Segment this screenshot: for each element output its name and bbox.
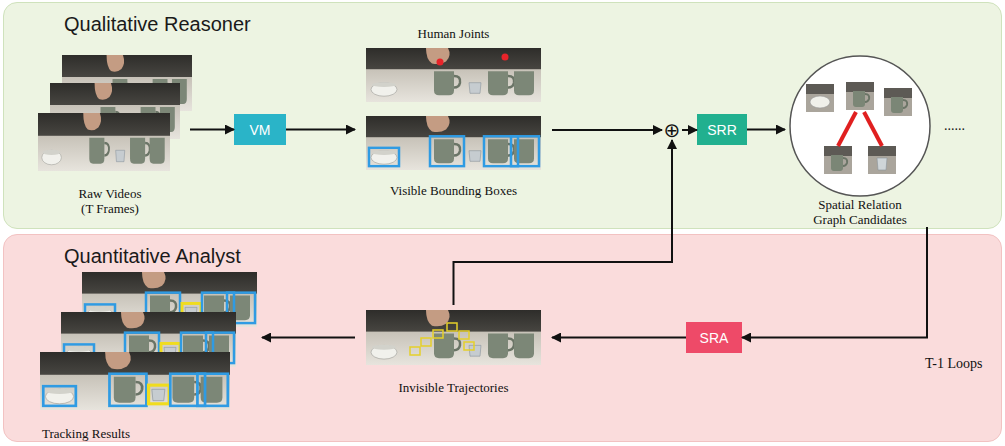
image-caption: Invisible Trajectories [398,380,508,395]
flow-arrow [552,129,662,131]
object-thumb [884,88,912,116]
tracking-overlay [43,374,228,406]
joint-dot [437,59,444,66]
trajectory-box [459,331,469,339]
flow-arrow [747,129,785,131]
continuation-dots: ...... [944,118,965,134]
flow-arrow [742,227,927,338]
trajectory-box [421,338,431,346]
flow-arrow [552,337,686,339]
panel-heading: Quantitative Analyst [64,245,241,268]
loop-label: T-1 Loops [925,356,982,372]
trajectory-box [433,330,443,338]
flow-arrow [682,129,697,131]
panel-heading: Qualitative Reasoner [64,13,251,36]
image-caption: Tracking Results [42,426,130,441]
tracking-frame [40,352,230,410]
object-thumb [824,146,852,174]
relation-edge [838,112,856,146]
relation-edge [864,112,882,146]
flow-arrow [190,129,234,131]
object-thumb [846,82,874,110]
sum-sign: ⊕ [664,120,681,140]
bbox-overlay [369,136,539,166]
graph-circle-outline [790,56,930,196]
trajectory-box [464,342,474,350]
trajectory-box [410,347,420,355]
object-thumb [806,84,834,112]
module-box: VM [234,114,286,145]
module-label: VM [250,122,271,138]
module-label: SRA [700,330,729,346]
image-caption: Human Joints [418,26,490,41]
joints-image [366,48,541,102]
video-frame [38,113,170,171]
object-thumb [868,146,896,174]
flow-arrow [454,140,673,305]
trajectory-box [447,323,457,331]
bbox-image [366,116,541,170]
image-caption: Visible Bounding Boxes [390,183,517,198]
image-caption: Raw Videos (T Frames) [75,186,145,216]
trajectory-image [366,310,541,365]
module-box: SRA [686,322,742,353]
image-caption: Spatial Relation Graph Candidates [803,197,917,227]
trajectory-boxes [410,323,474,355]
joint-dot [502,54,509,61]
module-box: SRR [697,114,747,145]
flow-arrow [286,129,355,131]
flow-arrow [262,337,355,339]
module-label: SRR [707,122,737,138]
sum-symbol: ⊕ [662,120,682,140]
